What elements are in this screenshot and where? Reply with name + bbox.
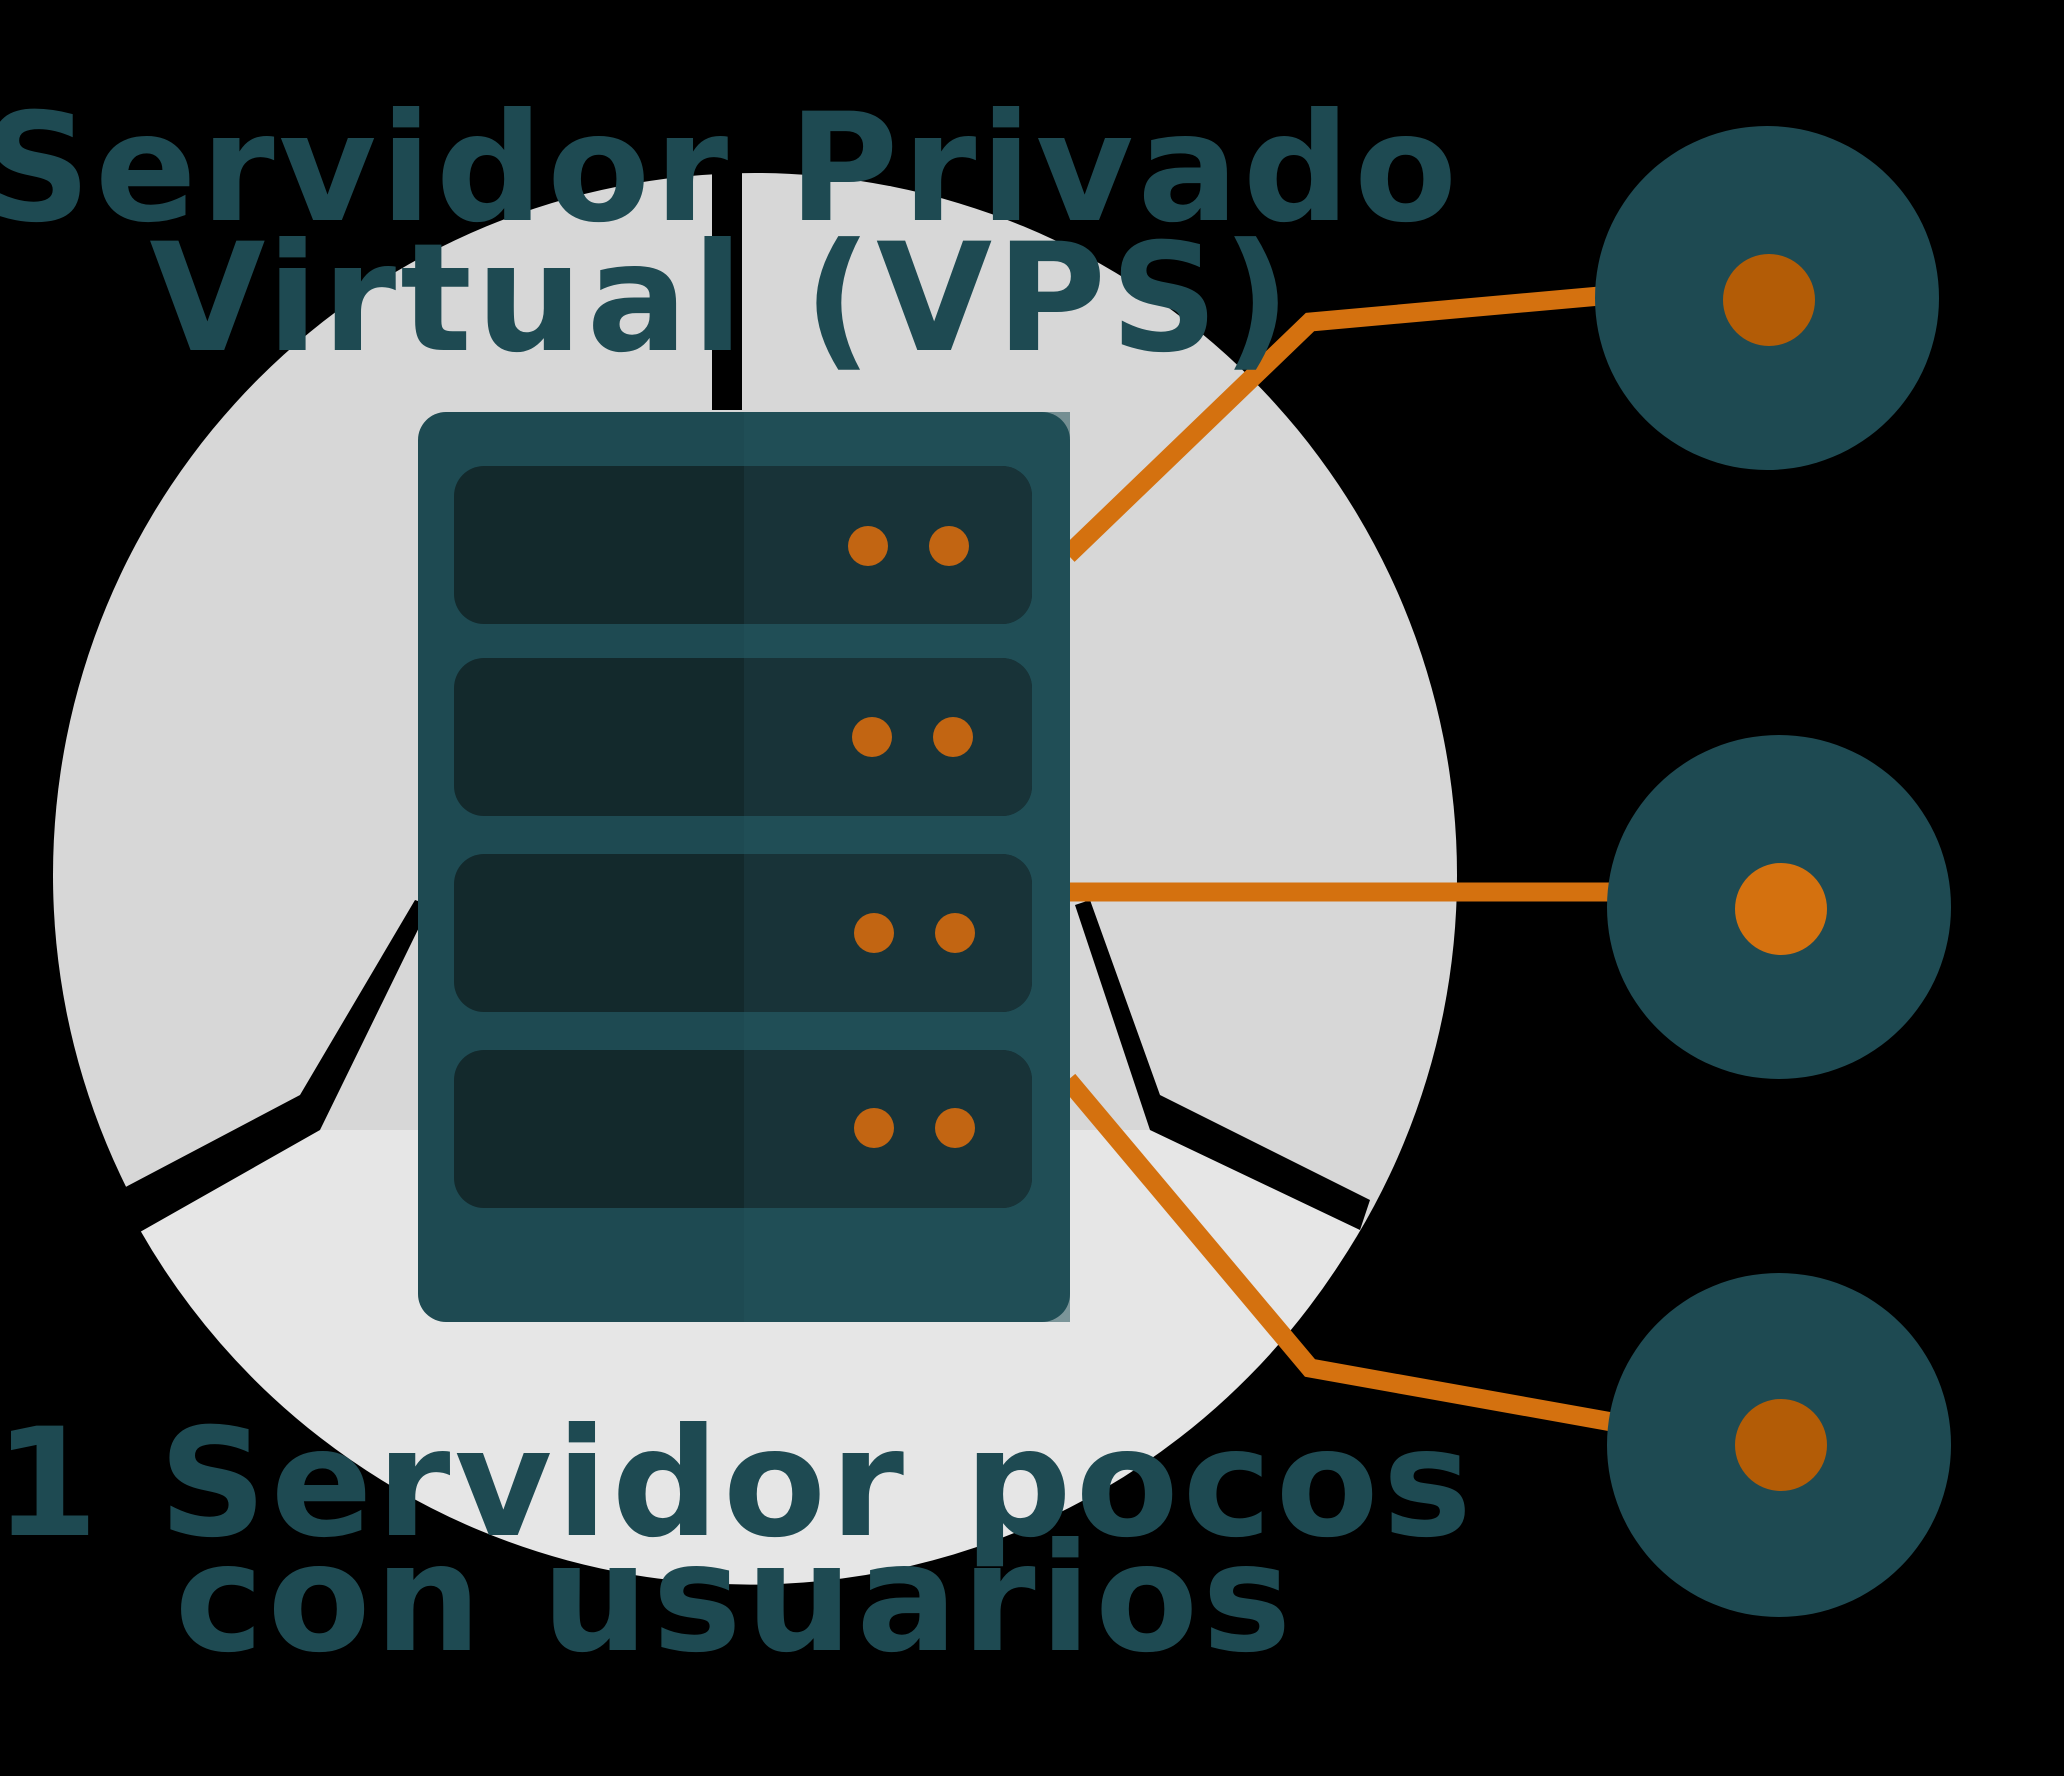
server-slot-1 xyxy=(454,466,1032,624)
led-icon xyxy=(933,717,973,757)
led-icon xyxy=(935,913,975,953)
title-line-2: Virtual (VPS) xyxy=(149,212,1294,386)
connector-top xyxy=(1061,286,1601,562)
led-icon xyxy=(848,526,888,566)
led-icon xyxy=(852,717,892,757)
connector-bottom xyxy=(1060,1073,1614,1432)
led-icon xyxy=(929,526,969,566)
led-icon xyxy=(935,1108,975,1148)
title-line-1: Servidor Privado xyxy=(0,82,1461,256)
node-center-icon xyxy=(1735,1399,1827,1491)
server-slot-2 xyxy=(454,658,1032,816)
circle-dividers xyxy=(120,160,1370,1232)
led-icon xyxy=(854,913,894,953)
led-icon xyxy=(854,1108,894,1148)
server-rack xyxy=(418,412,1070,1322)
node-center-icon xyxy=(1735,863,1827,955)
client-node-2 xyxy=(1607,735,1951,1079)
client-node-3 xyxy=(1607,1273,1951,1617)
client-node-1 xyxy=(1595,126,1939,470)
node-center-icon xyxy=(1723,254,1815,346)
server-slot-3 xyxy=(454,854,1032,1012)
connector-lines xyxy=(1060,286,1614,1432)
subtitle-line-2: con usuarios xyxy=(175,1512,1296,1686)
server-slot-4 xyxy=(454,1050,1032,1208)
subtitle-line-1: 1 Servidor pocos xyxy=(0,1397,1476,1571)
